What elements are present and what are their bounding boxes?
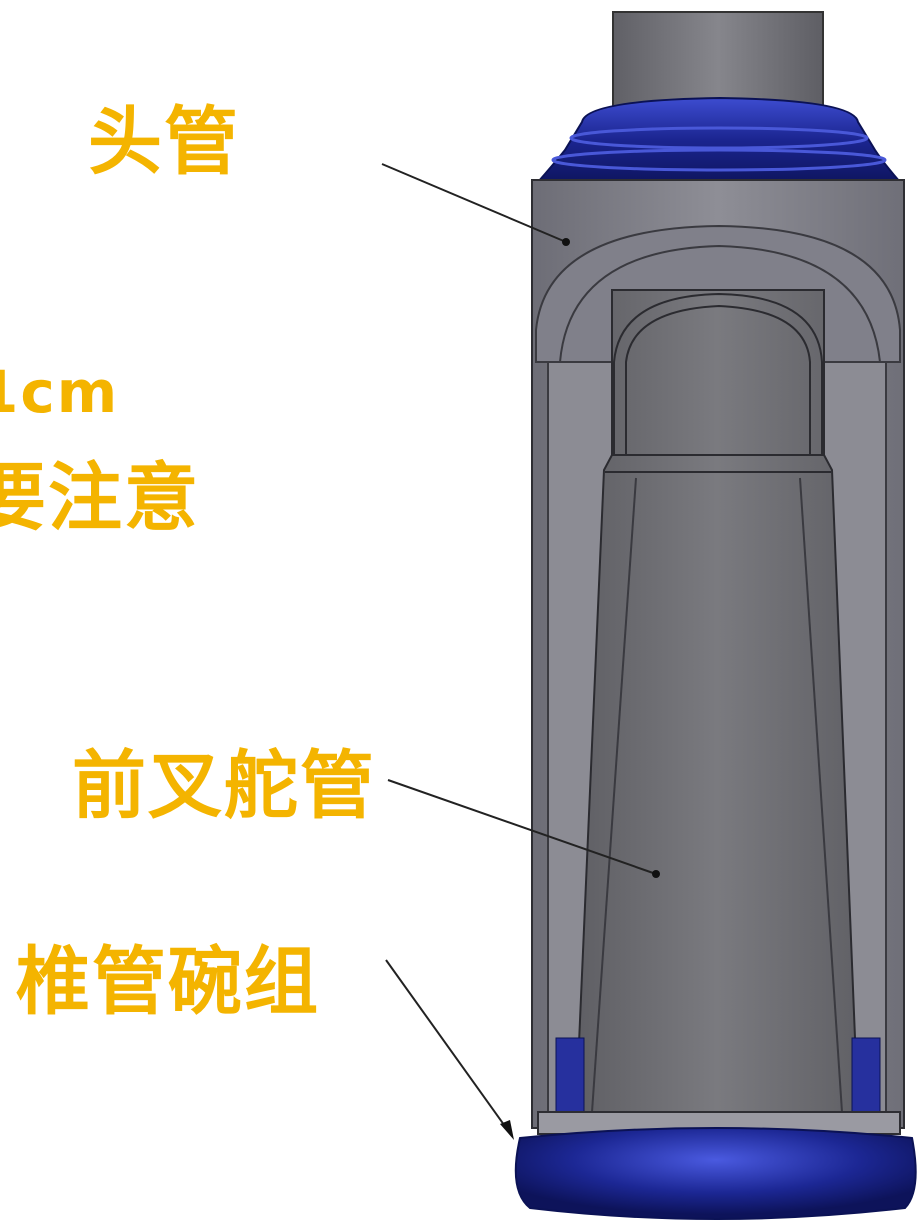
steerer-tube-leader-line [387,779,657,875]
lower-bearing-insert-right [851,1037,881,1115]
steerer-tube-leader-dot [652,870,660,878]
note-line-2: 要注意 [0,455,200,541]
headset-leader-arrowhead [500,1120,514,1140]
head-tube-leader-line [381,163,567,243]
note-line-1: 1cm [0,358,120,426]
headset-label: 椎管碗组 [16,939,320,1025]
headset-leader-line [385,959,513,1137]
bottom-bearing-cup [514,1127,917,1220]
top-bearing-cup [535,96,903,183]
lower-bearing-insert-left [555,1037,585,1115]
steerer-tube-label: 前叉舵管 [72,743,376,829]
head-tube-label: 头管 [88,99,240,185]
steerer-top-extension [612,11,824,113]
head-tube-leader-dot [562,238,570,246]
